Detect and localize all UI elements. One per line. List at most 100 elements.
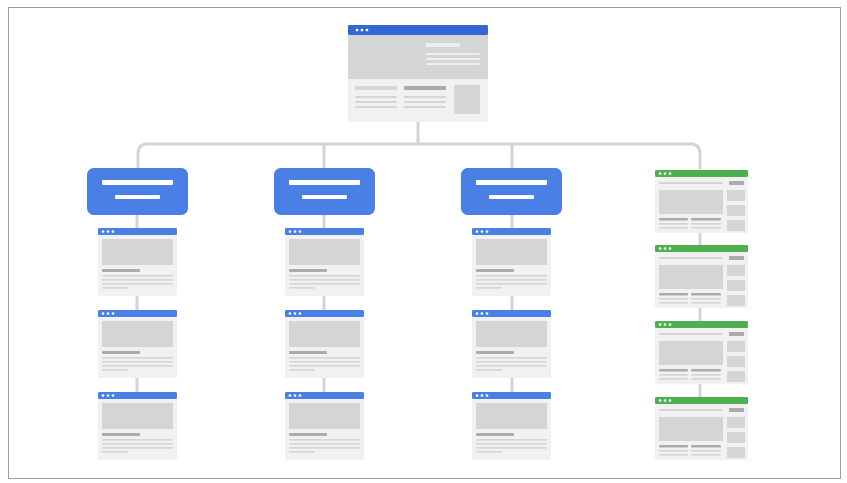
nav-line	[659, 333, 723, 335]
article-heading	[659, 293, 688, 296]
sidebar-block	[727, 220, 745, 231]
window-dot	[668, 247, 672, 250]
text-line	[289, 365, 360, 367]
window-dot	[668, 323, 672, 326]
page-titlebar	[472, 310, 551, 317]
article-heading	[476, 269, 514, 272]
page-titlebar	[472, 392, 551, 399]
list-page	[655, 397, 748, 460]
text-line	[289, 275, 360, 277]
sidebar-block	[727, 265, 745, 276]
nav-button	[729, 181, 744, 185]
window-dots-icon	[658, 399, 672, 402]
window-dot	[485, 394, 489, 397]
article-heading	[691, 218, 721, 221]
text-line	[102, 361, 173, 363]
hub-title-line	[476, 180, 547, 185]
window-dot	[111, 394, 115, 397]
nav-button	[729, 408, 744, 412]
window-dot	[663, 172, 667, 175]
window-dot	[298, 312, 302, 315]
article-page	[285, 310, 364, 378]
text-line	[476, 279, 547, 281]
text-line	[289, 451, 315, 453]
nav-button	[729, 256, 744, 260]
text-line	[355, 96, 397, 98]
window-dots-icon	[658, 172, 672, 175]
article-heading	[691, 445, 721, 448]
image-placeholder	[659, 265, 723, 289]
page-titlebar	[98, 228, 177, 235]
text-line	[289, 283, 360, 285]
article-heading	[476, 351, 514, 354]
article-page	[98, 310, 177, 378]
category-hub	[274, 168, 375, 215]
hub-title-line	[489, 195, 534, 199]
content-heading	[355, 86, 397, 90]
image-placeholder	[659, 341, 723, 365]
text-line	[691, 223, 721, 225]
sidebar-block	[727, 280, 745, 291]
text-line	[476, 283, 547, 285]
text-line	[476, 361, 547, 363]
text-line	[691, 298, 721, 300]
hub-box	[274, 168, 375, 215]
window-dot	[101, 312, 105, 315]
article-page	[472, 392, 551, 460]
text-line	[476, 357, 547, 359]
text-line	[659, 374, 688, 376]
image-placeholder	[659, 190, 723, 214]
window-dot	[663, 247, 667, 250]
text-line	[289, 447, 360, 449]
sidebar-block	[727, 447, 745, 458]
window-dot	[658, 247, 662, 250]
article-heading	[102, 433, 140, 436]
article-heading	[659, 445, 688, 448]
window-dot	[111, 230, 115, 233]
list-page	[655, 321, 748, 384]
text-line	[659, 298, 688, 300]
nodes	[87, 25, 748, 460]
text-line	[404, 106, 446, 108]
window-dots-icon	[475, 230, 489, 233]
window-dot	[365, 28, 369, 32]
text-line	[659, 223, 688, 225]
window-dot	[475, 312, 479, 315]
root-hero-block	[348, 35, 488, 79]
image-placeholder	[102, 403, 173, 429]
window-dot	[485, 230, 489, 233]
image-placeholder	[289, 321, 360, 347]
article-heading	[659, 218, 688, 221]
text-line	[102, 357, 173, 359]
text-line	[289, 279, 360, 281]
window-dot	[106, 394, 110, 397]
window-dot	[668, 399, 672, 402]
text-line	[476, 439, 547, 441]
window-dots-icon	[658, 247, 672, 250]
nav-line	[659, 257, 723, 259]
nav-line	[659, 182, 723, 184]
window-dot	[288, 394, 292, 397]
window-dot	[658, 399, 662, 402]
sidebar-block	[727, 341, 745, 352]
window-dot	[293, 230, 297, 233]
image-placeholder	[476, 403, 547, 429]
text-line	[476, 443, 547, 445]
image-placeholder	[476, 239, 547, 265]
hero-line	[426, 53, 480, 55]
window-dot	[288, 230, 292, 233]
article-heading	[659, 369, 688, 372]
hub-title-line	[302, 195, 347, 199]
page-titlebar	[655, 245, 748, 252]
text-line	[476, 447, 547, 449]
text-line	[289, 369, 315, 371]
hero-line	[426, 63, 480, 65]
hub-title-line	[102, 180, 173, 185]
window-dot	[298, 394, 302, 397]
article-heading	[691, 293, 721, 296]
text-line	[289, 439, 360, 441]
text-line	[102, 369, 128, 371]
page-titlebar	[655, 397, 748, 404]
connector-line	[136, 142, 702, 170]
window-dots-icon	[101, 394, 115, 397]
